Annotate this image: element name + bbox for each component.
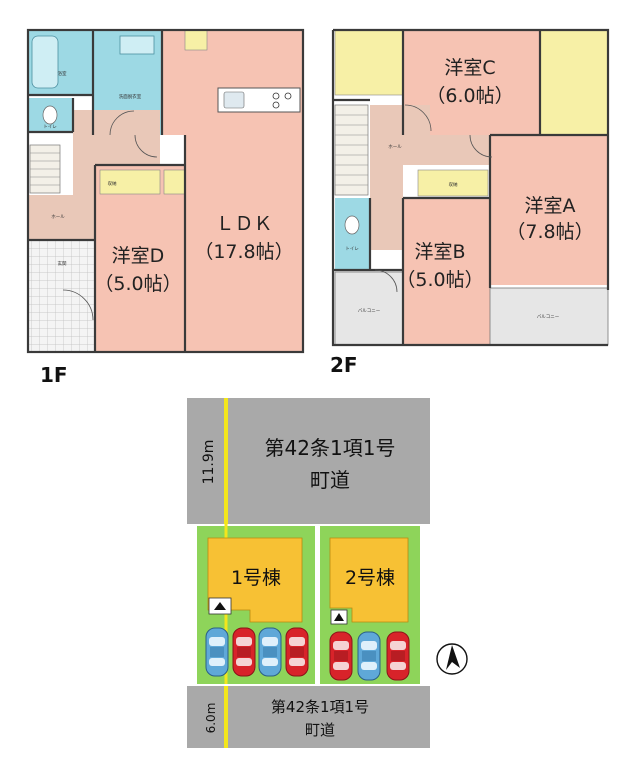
room-c-name: 洋室C [444,57,495,79]
room-c-size: （6.0帖） [426,85,513,107]
north-road-line2: 町道 [310,468,350,492]
north-arrow-icon [436,643,468,675]
entrance-marker-2 [330,609,348,625]
washroom-label: 洗面脱衣室 [119,93,142,100]
south-road-line1: 第42条1項1号 [271,698,369,716]
kitchen-counter [217,87,301,113]
closet-2f-left [334,29,404,96]
entrance-label: 玄関 [58,260,67,267]
house-1-footprint [207,537,303,623]
room-b [403,198,490,345]
hall-2f [370,105,490,250]
house-2-footprint [329,537,409,623]
car-red-3 [329,631,353,681]
north-road-width: 11.9m [201,440,217,485]
car-blue-3 [357,631,381,681]
stairs-1f [29,144,61,194]
south-road-width: 6.0m [204,703,218,734]
balcony-left-label: バルコニー [358,308,381,314]
room-b-name: 洋室B [414,241,465,263]
floor-2-label: 2F [330,353,358,377]
room-d [95,165,185,352]
balcony-left [334,271,404,346]
stairs-2f [334,104,369,196]
car-blue-2 [258,627,282,677]
room-a-size: （7.8帖） [506,221,593,243]
entrance-marker-1 [208,597,232,615]
balcony-right-label: バルコニー [537,314,560,320]
room-a-name: 洋室A [525,195,576,217]
house-1-label: 1号棟 [231,567,281,589]
entrance [28,240,95,352]
car-red-2 [285,627,309,677]
toilet-1f-label: トイレ [43,125,57,130]
closet-1f [99,169,161,195]
floor-1-label: 1F [40,363,68,387]
closet-2f-label: 収納 [449,181,458,188]
car-red-4 [386,631,410,681]
north-road-line1: 第42条1項1号 [265,436,396,460]
room-b-size: （5.0帖） [396,269,483,291]
ldk-name: ＬＤＫ [215,213,272,235]
bath-label: 浴室 [58,70,67,77]
floor-1-plan: ＬＤＫ （17.8帖） 洋室D （5.0帖） ホール 玄関 浴室 洗面脱衣室 ト… [26,28,305,387]
room-d-size: （5.0帖） [94,273,181,295]
house-2-label: 2号棟 [345,567,395,589]
south-road-line2: 町道 [305,721,335,739]
ldk-room [185,30,303,352]
hall-2f-label: ホール [388,144,402,150]
room-d-name: 洋室D [112,245,165,267]
room-a [490,135,608,285]
north-road [187,398,430,524]
closet-2f-b [417,169,489,197]
closet-1f-label: 収納 [108,180,117,187]
floor-2-plan: 洋室C （6.0帖） 洋室A （7.8帖） 洋室B （5.0帖） ホール トイレ… [330,28,610,377]
site-map: 第42条1項1号 町道 11.9m 1号棟 2号棟 第 [187,398,468,748]
toilet-2f-label: トイレ [345,247,359,252]
closet-2f-right [539,29,609,136]
hall-1f-label: ホール [51,214,65,220]
car-blue-1 [205,627,229,677]
car-red-1 [232,627,256,677]
ldk-size: （17.8帖） [194,241,293,263]
